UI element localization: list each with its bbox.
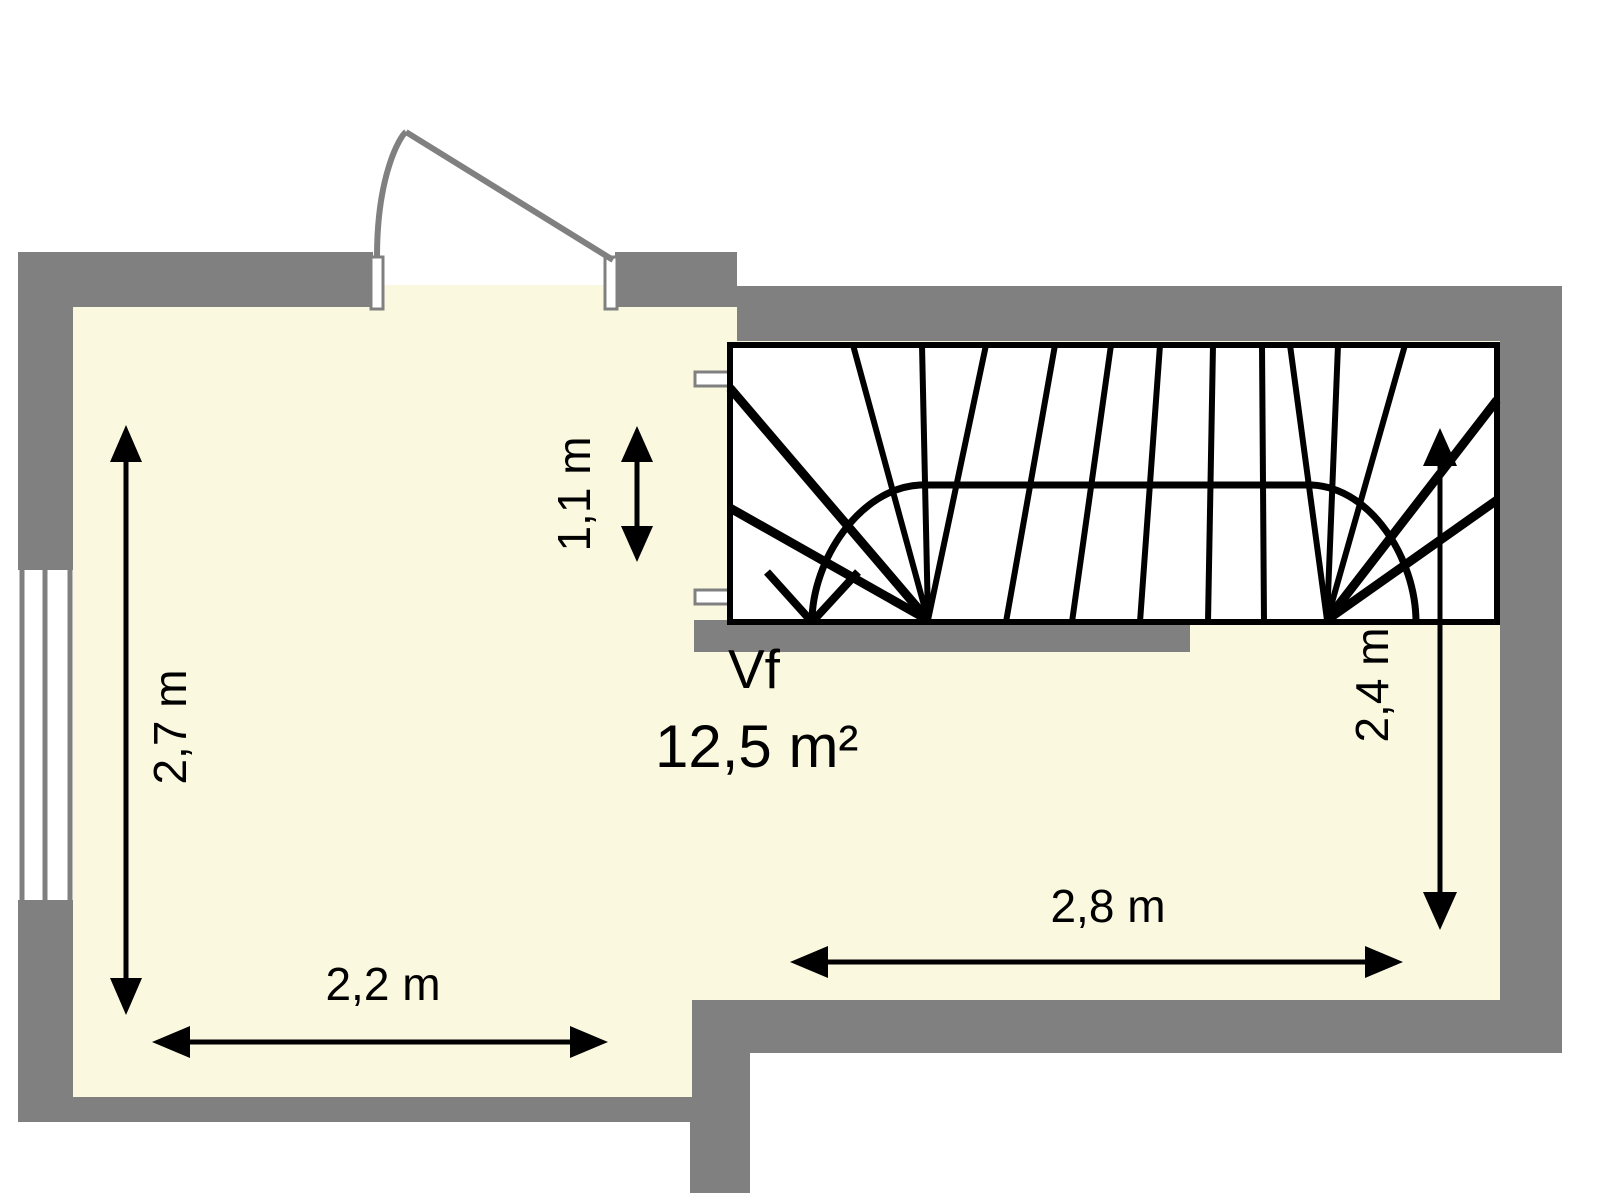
window	[18, 570, 73, 900]
door-leaf	[404, 129, 615, 263]
arrowhead-stroke-right	[809, 569, 861, 625]
floor-connector	[692, 307, 737, 341]
arrowhead-left	[790, 946, 828, 978]
arrowhead-stroke-left	[764, 569, 815, 625]
tread-line	[1324, 344, 1408, 621]
tread-line	[727, 504, 931, 624]
wall-overlay	[692, 286, 1562, 1097]
arrowhead-right	[570, 1026, 608, 1058]
winder-staircase	[726, 342, 1501, 625]
tread-line	[850, 344, 931, 621]
room-name: Vf	[728, 638, 781, 700]
tread-line	[1324, 344, 1341, 621]
dimension-label-2-7m: 2,7 m	[144, 669, 196, 784]
arrowhead-top	[110, 425, 142, 462]
dimension-width-right: 2,8 m	[790, 880, 1403, 978]
walking-line-path	[808, 481, 1420, 623]
stair-walking-line	[808, 481, 1420, 623]
dimension-width-left: 2,2 m	[152, 958, 608, 1058]
floor-main-room	[73, 307, 692, 1097]
dimension-label-2-2m: 2,2 m	[325, 958, 440, 1010]
door-threshold	[373, 285, 615, 308]
arrowhead-bottom	[1423, 892, 1457, 930]
dimension-height-right: 2,4 m	[1346, 428, 1457, 930]
stair-treads-right-winders	[1287, 344, 1501, 624]
dimension-label-2-8m: 2,8 m	[1050, 880, 1165, 932]
wall-bottom-right	[692, 1000, 1562, 1097]
wall-top-notch	[692, 286, 737, 307]
tread-line	[1323, 397, 1501, 623]
tread-line	[726, 385, 932, 623]
arrowhead-top	[621, 426, 653, 462]
dimension-label-1-1m: 1,1 m	[548, 436, 600, 551]
arrowhead-bottom	[621, 526, 653, 562]
arrowhead-top	[1423, 428, 1457, 466]
stair-direction-arrow-down	[764, 569, 861, 625]
entry-door	[369, 129, 619, 311]
dimension-label-2-4m: 2,4 m	[1346, 627, 1398, 742]
tread-line	[1324, 496, 1500, 624]
dimension-height-niche: 1,1 m	[548, 426, 653, 562]
door-jamb-right	[603, 255, 619, 311]
arrowhead-left	[152, 1026, 190, 1058]
dimension-height-left: 2,7 m	[110, 425, 196, 1015]
arrowhead-right	[1365, 946, 1403, 978]
door-swing-arc	[374, 129, 409, 258]
arrowhead-bottom	[110, 978, 142, 1015]
room-area: 12,5 m²	[655, 713, 858, 780]
door-jamb-left	[369, 255, 385, 311]
room-label-group: Vf 12,5 m²	[655, 638, 858, 780]
stair-support-beam	[694, 620, 1190, 652]
